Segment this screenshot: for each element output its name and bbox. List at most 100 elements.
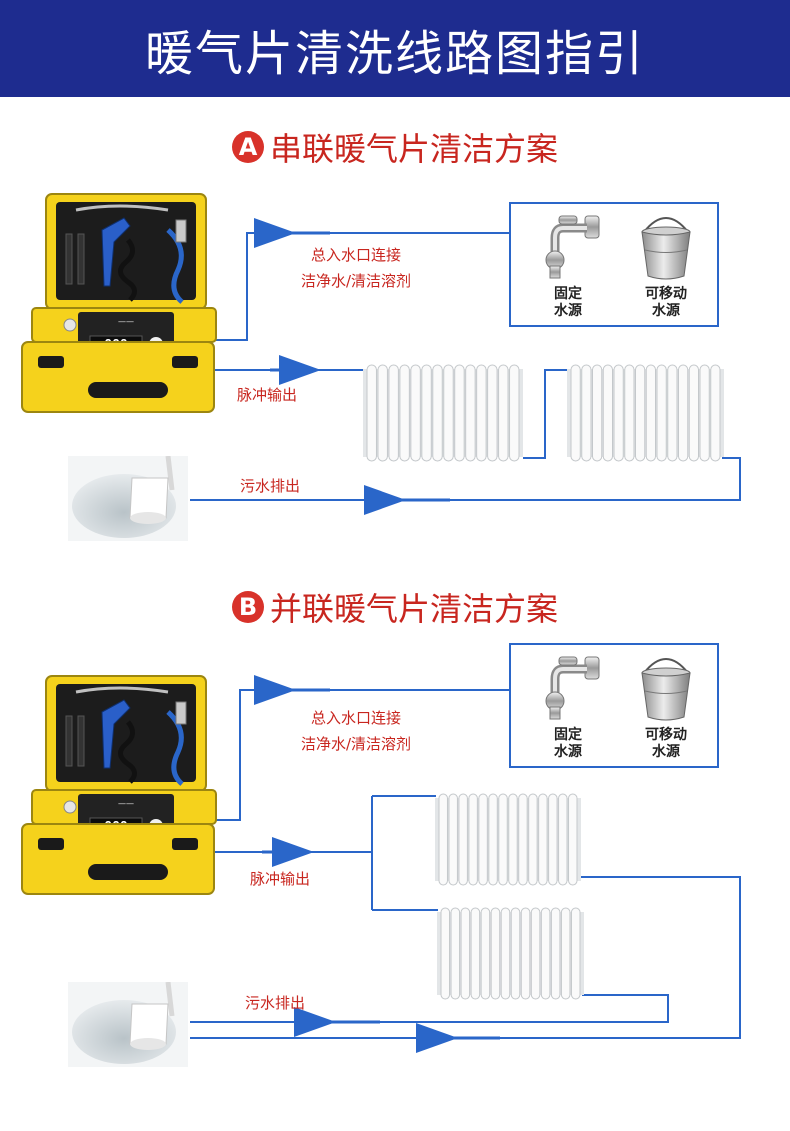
section-b-inlet-pipe xyxy=(212,689,509,821)
section-b-title: B 并联暖气片清洁方案 xyxy=(0,582,790,632)
section-b-water-source-box: 固定 水源 可移动 水源 xyxy=(509,643,719,768)
radiator-column xyxy=(548,793,558,886)
radiator-column xyxy=(500,907,511,1000)
radiator-column xyxy=(468,793,478,886)
radiator-column xyxy=(538,793,548,886)
toilet-icon xyxy=(68,455,188,541)
radiator-column xyxy=(656,364,667,462)
radiator-column xyxy=(570,364,581,462)
radiator-column xyxy=(366,364,377,462)
radiator-column xyxy=(528,793,538,886)
radiator-column xyxy=(613,364,624,462)
radiator-column xyxy=(458,793,468,886)
radiator-column xyxy=(460,907,471,1000)
section-a-source-movable-line1: 可移动 xyxy=(645,286,687,302)
radiator-column xyxy=(624,364,635,462)
section-b-title-text: 并联暖气片清洁方案 xyxy=(269,590,558,628)
radiator-column xyxy=(488,793,498,886)
radiator-column xyxy=(688,364,699,462)
radiator-column xyxy=(438,793,448,886)
section-b-source-fixed: 固定 水源 xyxy=(523,651,613,761)
radiator-column xyxy=(508,793,518,886)
section-a-title: A 串联暖气片清洁方案 xyxy=(0,122,790,172)
section-b-return-bottom xyxy=(190,994,669,1023)
section-a-inlet-label: 总入水口连接 洁净水/清洁溶剂 xyxy=(276,242,436,294)
section-a-source-movable: 可移动 水源 xyxy=(621,210,711,320)
radiator-column xyxy=(432,364,443,462)
radiator-column xyxy=(421,364,432,462)
radiator-column xyxy=(454,364,465,462)
radiator-column xyxy=(550,907,561,1000)
section-a-source-fixed-line2: 水源 xyxy=(554,303,582,319)
section-b-inlet-label-line2: 洁净水/清洁溶剂 xyxy=(300,735,412,753)
radiator-column xyxy=(450,907,461,1000)
section-a-waste-pipe xyxy=(190,457,741,501)
radiator-column xyxy=(560,907,571,1000)
radiator-column xyxy=(581,364,592,462)
radiator-column xyxy=(518,793,528,886)
section-b-source-fixed-line2: 水源 xyxy=(554,744,582,760)
section-a-source-movable-line2: 水源 xyxy=(652,303,680,319)
section-b-waste-label: 污水排出 xyxy=(245,994,306,1012)
cleaning-machine-icon: —— 888 xyxy=(21,193,217,413)
radiator-column xyxy=(399,364,410,462)
section-a-inlet-label-line1: 总入水口连接 xyxy=(310,246,401,264)
radiator-icon xyxy=(363,364,523,462)
radiator-column xyxy=(699,364,710,462)
radiator-column xyxy=(443,364,454,462)
section-a-inlet-pipe xyxy=(212,232,509,341)
section-a-source-fixed: 固定 水源 xyxy=(523,210,613,320)
radiator-column xyxy=(377,364,388,462)
radiator-column xyxy=(520,907,531,1000)
radiator-column xyxy=(487,364,498,462)
radiator-column xyxy=(470,907,481,1000)
radiator-column xyxy=(498,793,508,886)
radiator-column xyxy=(478,793,488,886)
section-b-badge: B xyxy=(231,591,264,623)
radiator-column xyxy=(448,793,458,886)
section-a-water-source-box: 固定 水源 可移动 水源 xyxy=(509,202,719,327)
radiator-column xyxy=(410,364,421,462)
section-a-series-pipe xyxy=(523,369,568,459)
radiator-column xyxy=(710,364,721,462)
radiator-column xyxy=(568,793,578,886)
section-a-badge: A xyxy=(231,131,264,163)
section-a-radiator-1 xyxy=(363,363,523,463)
section-b-cleaning-machine: —— 888 xyxy=(18,672,218,897)
radiator-column xyxy=(510,907,521,1000)
radiator-icon xyxy=(435,793,581,886)
radiator-column xyxy=(498,364,509,462)
bucket-icon xyxy=(641,217,691,280)
radiator-column xyxy=(530,907,541,1000)
section-a-toilet xyxy=(68,455,188,541)
section-b-inlet-label-line1: 总入水口连接 xyxy=(310,709,401,727)
radiator-column xyxy=(678,364,689,462)
section-b-pulse-label: 脉冲输出 xyxy=(250,870,311,888)
radiator-column xyxy=(440,907,451,1000)
section-a-cleaning-machine: —— 888 xyxy=(18,190,218,415)
toilet-icon xyxy=(68,981,188,1067)
radiator-column xyxy=(667,364,678,462)
section-b-source-movable-line2: 水源 xyxy=(652,744,680,760)
section-a-radiator-2 xyxy=(567,363,724,463)
section-b-source-fixed-line1: 固定 xyxy=(554,727,582,743)
section-b-inlet-label: 总入水口连接 洁净水/清洁溶剂 xyxy=(276,705,436,757)
cleaning-machine-icon: —— 888 xyxy=(21,675,217,895)
section-a-source-fixed-line1: 固定 xyxy=(554,286,582,302)
radiator-column xyxy=(490,907,501,1000)
radiator-icon xyxy=(437,907,584,1000)
radiator-column xyxy=(465,364,476,462)
svg-text:——: —— xyxy=(118,317,134,326)
radiator-column xyxy=(480,907,491,1000)
radiator-column xyxy=(509,364,520,462)
radiator-column xyxy=(540,907,551,1000)
radiator-column xyxy=(602,364,613,462)
radiator-column xyxy=(570,907,581,1000)
page-header: 暖气片清洗线路图指引 xyxy=(0,0,790,97)
section-a-title-text: 串联暖气片清洁方案 xyxy=(269,130,558,168)
radiator-column xyxy=(635,364,646,462)
radiator-column xyxy=(645,364,656,462)
section-b-radiator-2 xyxy=(437,906,584,1001)
section-a-inlet-label-line2: 洁净水/清洁溶剂 xyxy=(300,272,412,290)
